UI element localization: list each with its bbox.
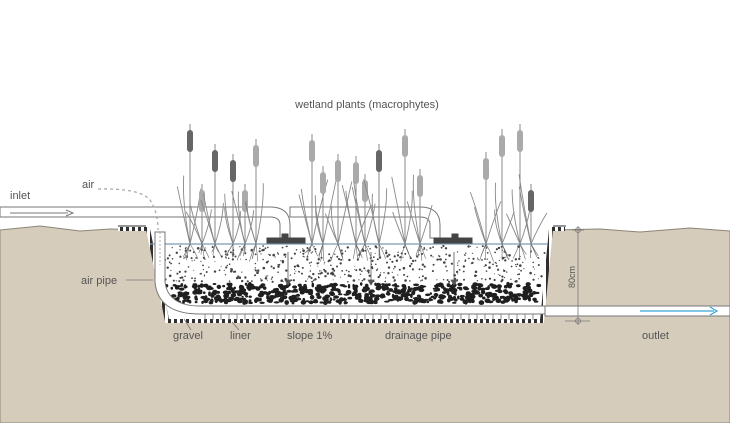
- inlet-label: inlet: [10, 190, 30, 202]
- leader-lines: [126, 279, 240, 331]
- inlet-arrow: [10, 209, 75, 217]
- air-label: air: [82, 179, 95, 191]
- drainage-pipe: [204, 305, 730, 320]
- air-pipe-label: air pipe: [81, 275, 117, 287]
- liner: [118, 227, 565, 323]
- fine-gravel: [161, 244, 546, 283]
- depth-dimension: [565, 226, 590, 325]
- coarse-gravel: [163, 281, 542, 305]
- outlet-arrow: [640, 306, 719, 316]
- flow-arrows: [284, 252, 458, 286]
- outlet-label: outlet: [642, 330, 669, 342]
- air-line: [97, 188, 159, 231]
- drainage-pipe-label: drainage pipe: [385, 330, 452, 342]
- depth-label: 80cm: [567, 266, 577, 288]
- slope-label: slope 1%: [287, 330, 332, 342]
- title-label: wetland plants (macrophytes): [294, 99, 439, 111]
- liner-label: liner: [230, 330, 251, 342]
- wetland-plants: [176, 124, 548, 262]
- inlet-pipe: [0, 206, 473, 244]
- gravel-label: gravel: [173, 330, 203, 342]
